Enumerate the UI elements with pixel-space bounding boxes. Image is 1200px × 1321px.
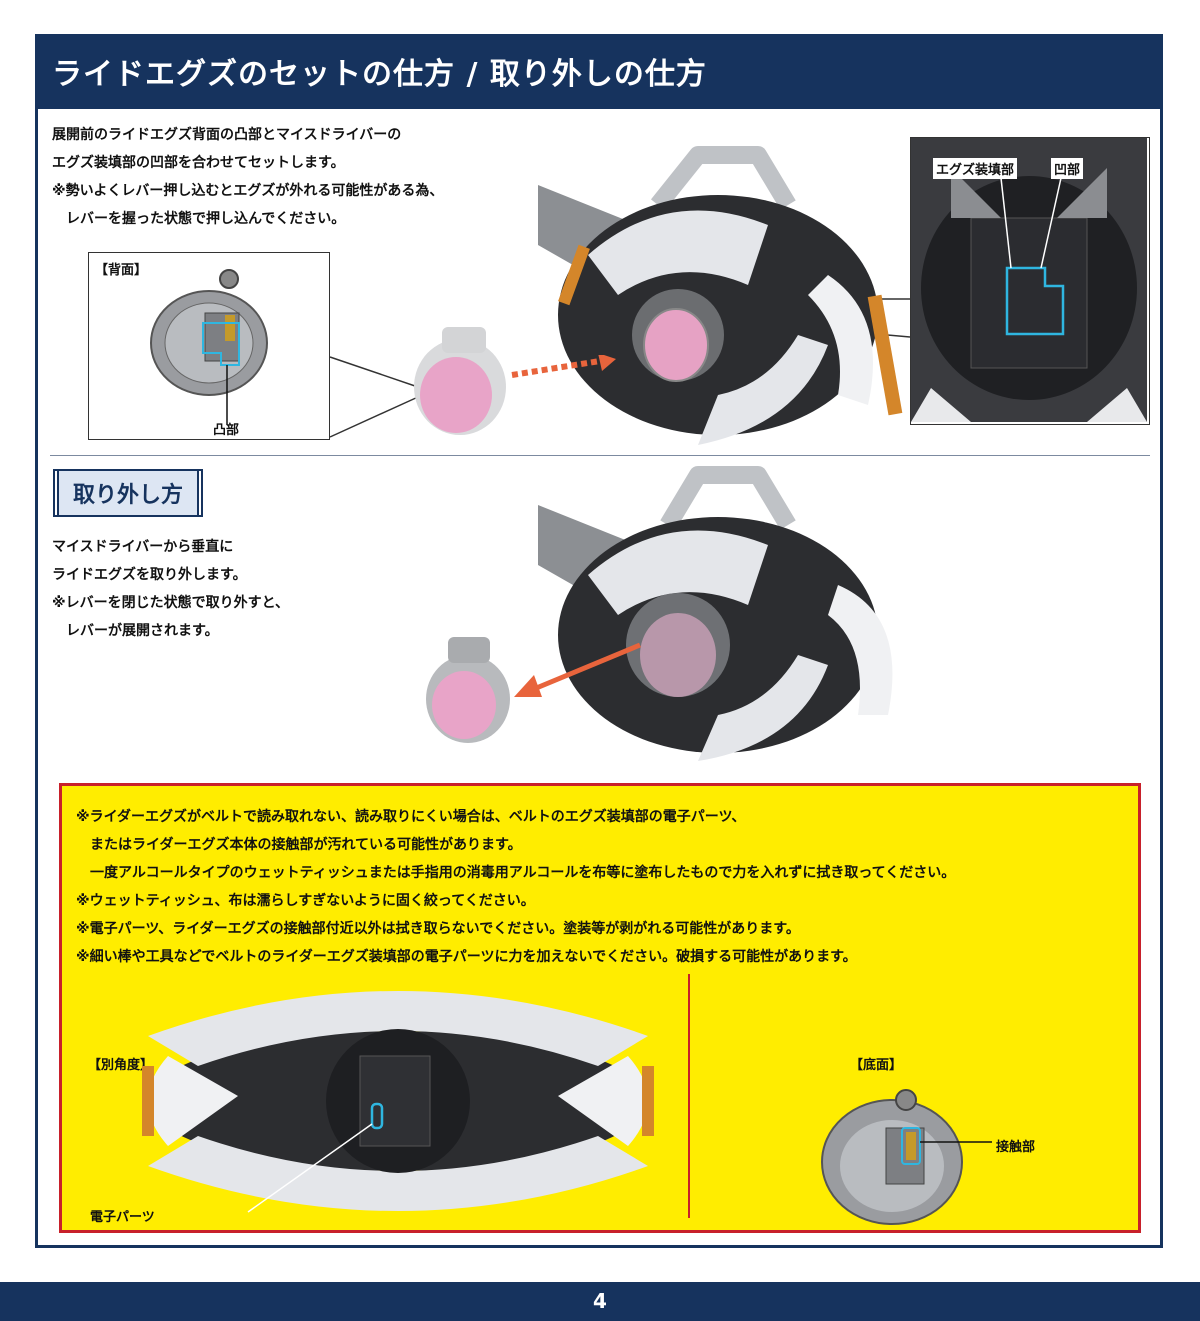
set-line-4: レバーを握った状態で押し込んでください。 xyxy=(52,211,346,227)
removal-line-2: ライドエグズを取り外します。 xyxy=(52,567,247,583)
page-footer: 4 xyxy=(0,1282,1200,1321)
page-title: ライドエグズのセットの仕方 / 取り外しの仕方 xyxy=(52,57,707,92)
title-bar: ライドエグズのセットの仕方 / 取り外しの仕方 xyxy=(38,37,1160,109)
warning-line-4: ※ウェットティッシュ、布は濡らしすぎないように固く絞ってください。 xyxy=(76,893,535,909)
removal-line-1: マイスドライバーから垂直に xyxy=(52,539,234,555)
removal-label-text: 取り外し方 xyxy=(56,469,199,517)
warning-box: ※ライダーエグズがベルトで読み取れない、読み取りにくい場合は、ベルトのエグズ装填… xyxy=(59,783,1141,1233)
callout-driver-label-left: エグズ装填部 xyxy=(933,158,1018,179)
set-line-1: 展開前のライドエグズ背面の凸部とマイスドライバーの xyxy=(52,127,402,143)
warning-line-1: ※ライダーエグズがベルトで読み取れない、読み取りにくい場合は、ベルトのエグズ装填… xyxy=(76,809,746,825)
alt-angle-heading: 【別角度】 xyxy=(88,1058,154,1073)
bottom-view-label: 接触部 xyxy=(996,1140,1036,1155)
bottom-view-illustration xyxy=(821,1089,992,1225)
ride-exz-device-set xyxy=(414,327,506,435)
callout-driver-zoom: エグズ装填部 凹部 xyxy=(910,137,1150,425)
page-frame: ライドエグズのセットの仕方 / 取り外しの仕方 展開前のライドエグズ背面の凸部と… xyxy=(35,34,1163,1248)
section-divider xyxy=(50,455,1150,456)
set-line-3: ※勢いよくレバー押し込むとエグズが外れる可能性がある為、 xyxy=(52,183,444,199)
warning-vertical-separator xyxy=(688,974,690,1218)
bottom-view-heading: 【底面】 xyxy=(850,1058,903,1073)
callout-driver-label-right: 凹部 xyxy=(1051,158,1084,179)
back-view-illustration xyxy=(150,269,268,425)
driver-zoom-illustration xyxy=(911,138,1147,422)
warning-line-5: ※電子パーツ、ライダーエグズの接触部付近以外は拭き取らないでください。塗装等が剥… xyxy=(76,921,800,937)
callout-back-heading: 【背面】 xyxy=(95,263,148,278)
warning-line-3: 一度アルコールタイプのウェットティッシュまたは手指用の消毒用アルコールを布等に塗… xyxy=(76,865,956,881)
remove-arrow xyxy=(514,642,641,697)
page-number: 4 xyxy=(593,1289,607,1313)
driver-set-illustration xyxy=(538,146,903,445)
removal-line-3: ※レバーを閉じた状態で取り外すと、 xyxy=(52,595,290,611)
warning-line-6: ※細い棒や工具などでベルトのライダーエグズ装填部の電子パーツに力を加えないでくだ… xyxy=(76,949,857,965)
ride-exz-device-removed xyxy=(426,637,510,743)
removal-line-4: レバーが展開されます。 xyxy=(52,623,219,639)
driver-remove-illustration xyxy=(538,466,893,761)
removal-section-label: 取り外し方 xyxy=(53,469,203,517)
alt-angle-illustration xyxy=(142,991,654,1213)
warning-line-2: またはライダーエグズ本体の接触部が汚れている可能性があります。 xyxy=(76,837,522,853)
set-line-2: エグズ装填部の凹部を合わせてセットします。 xyxy=(52,155,345,171)
insert-arrow xyxy=(511,355,616,378)
alt-angle-label: 電子パーツ xyxy=(90,1210,155,1225)
callout-back-label: 凸部 xyxy=(213,423,240,438)
callout-back-view: 【背面】 凸部 xyxy=(88,252,330,440)
